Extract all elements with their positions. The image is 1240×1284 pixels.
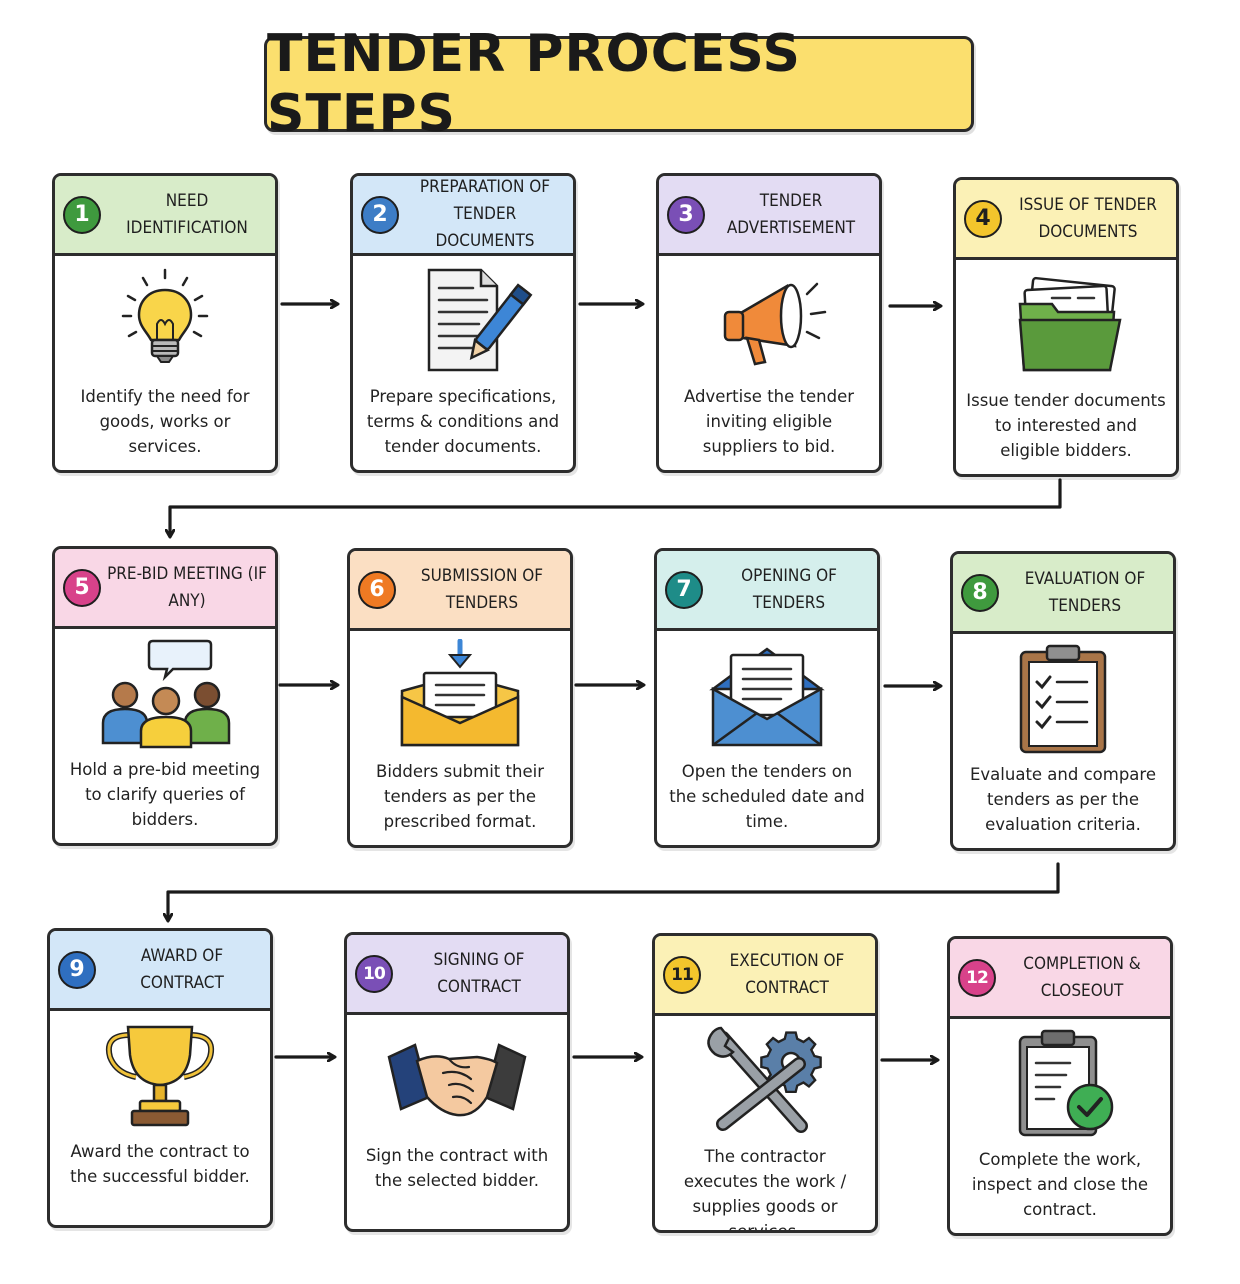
meeting-icon [55, 629, 275, 757]
step-title: Evaluation of Tenders [1024, 568, 1146, 616]
envelope-submit-icon [350, 631, 570, 759]
step-title: Need Identification [126, 190, 248, 238]
clipboard-check-icon [950, 1019, 1170, 1147]
step-description: Complete the work, inspect and close the… [971, 1150, 1149, 1219]
step-description: Advertise the tender inviting eligible s… [683, 387, 855, 456]
tools-gear-icon [655, 1016, 875, 1144]
step-card-5: 5 Pre-Bid Meeting (If Any) Hold a pre-bi… [52, 546, 278, 846]
step-card-9: 9 Award of Contract Award the contract t… [47, 928, 273, 1228]
megaphone-icon [659, 256, 879, 384]
step-title: Preparation of Tender Documents [419, 177, 551, 251]
step-description: Sign the contract with the selected bidd… [365, 1146, 549, 1190]
title-banner: TENDER PROCESS STEPS [264, 24, 974, 144]
step-title: Pre-Bid Meeting (If Any) [107, 563, 267, 611]
step-title: Opening of Tenders [741, 565, 837, 613]
arrow-4-5 [170, 478, 1062, 536]
step-card-12: 12 Completion & Closeout Complete the wo… [947, 936, 1173, 1236]
step-description: Issue tender documents to interested and… [966, 391, 1166, 460]
step-number-badge: 6 [358, 570, 396, 609]
page-title: TENDER PROCESS STEPS [267, 24, 801, 144]
step-number-badge: 5 [63, 568, 101, 607]
step-description: Award the contract to the successful bid… [70, 1142, 250, 1186]
step-number-badge: 10 [355, 954, 393, 993]
step-header: 6 Submission of Tenders [350, 551, 570, 631]
step-header: 11 Execution of Contract [655, 936, 875, 1016]
open-envelope-icon [657, 631, 877, 759]
trophy-icon [50, 1011, 270, 1139]
step-number-badge: 12 [958, 958, 996, 997]
step-title: Signing of Contract [433, 949, 525, 997]
step-header: 8 Evaluation of Tenders [953, 554, 1173, 634]
arrow-8-9 [168, 862, 1060, 920]
step-header: 10 Signing of Contract [347, 935, 567, 1015]
step-title: Completion & Closeout [1023, 953, 1141, 1001]
step-header: 7 Opening of Tenders [657, 551, 877, 631]
step-header: 2 Preparation of Tender Documents [353, 176, 573, 256]
step-description: Prepare specifications, terms & conditio… [366, 387, 560, 456]
step-card-6: 6 Submission of Tenders Bidders submit t… [347, 548, 573, 848]
step-card-2: 2 Preparation of Tender Documents Prepar… [350, 173, 576, 473]
step-description: Evaluate and compare tenders as per the … [969, 765, 1156, 834]
step-number-badge: 2 [361, 195, 399, 234]
step-card-11: 11 Execution of Contract The contractor … [652, 933, 878, 1233]
step-description: Open the tenders on the scheduled date a… [669, 762, 865, 831]
step-title: Award of Contract [140, 945, 224, 993]
step-header: 12 Completion & Closeout [950, 939, 1170, 1019]
step-card-7: 7 Opening of Tenders Open the tenders on… [654, 548, 880, 848]
step-number-badge: 8 [961, 573, 999, 612]
step-header: 3 Tender Advertisement [659, 176, 879, 256]
handshake-icon [347, 1015, 567, 1143]
step-number-badge: 4 [964, 199, 1002, 238]
step-card-10: 10 Signing of Contract Sign the contract… [344, 932, 570, 1232]
step-description: Bidders submit their tenders as per the … [376, 762, 544, 831]
step-number-badge: 9 [58, 950, 96, 989]
step-card-3: 3 Tender Advertisement Advertise the ten… [656, 173, 882, 473]
step-header: 1 Need Identification [55, 176, 275, 256]
step-number-badge: 1 [63, 195, 101, 234]
step-title: Execution of Contract [729, 950, 845, 998]
step-description: Hold a pre-bid meeting to clarify querie… [69, 760, 261, 829]
document-pen-icon [353, 256, 573, 384]
step-description: The contractor executes the work / suppl… [683, 1147, 847, 1233]
clipboard-checklist-icon [953, 634, 1173, 762]
step-number-badge: 3 [667, 195, 705, 234]
step-description: Identify the need for goods, works or se… [80, 387, 250, 456]
step-header: 9 Award of Contract [50, 931, 270, 1011]
step-card-8: 8 Evaluation of Tenders Evaluate and com… [950, 551, 1176, 851]
step-title: Submission of Tenders [420, 565, 544, 613]
step-title: Tender Advertisement [726, 190, 856, 238]
folder-icon [956, 260, 1176, 388]
step-header: 5 Pre-Bid Meeting (If Any) [55, 549, 275, 629]
step-header: 4 Issue of Tender Documents [956, 180, 1176, 260]
step-number-badge: 7 [665, 570, 703, 609]
step-card-4: 4 Issue of Tender Documents Issue tender… [953, 177, 1179, 477]
step-title: Issue of Tender Documents [1019, 194, 1157, 242]
step-number-badge: 11 [663, 955, 701, 994]
lightbulb-icon [55, 256, 275, 384]
step-card-1: 1 Need Identification Identify the need … [52, 173, 278, 473]
